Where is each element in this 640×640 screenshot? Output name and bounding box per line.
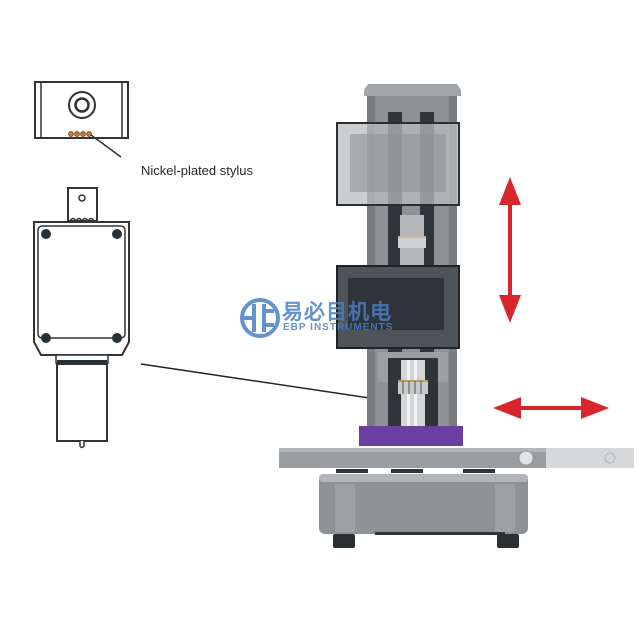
stylus-callout-label: Nickel-plated stylus — [141, 163, 253, 178]
screw-icon — [41, 229, 51, 239]
watermark-brand-cn: 易必目机电 — [282, 300, 392, 324]
probe-leader-line — [140, 363, 411, 405]
vertical-arrow-icon — [499, 177, 521, 323]
callout-leader-line — [90, 134, 122, 158]
watermark-logo-icon — [240, 298, 280, 338]
watermark-brand-en: EBP INSTRUMENTS — [283, 322, 394, 333]
screw-icon — [41, 333, 51, 343]
stylus-head-detail — [34, 81, 129, 158]
screw-icon — [112, 229, 122, 239]
probe-body-drawing — [33, 187, 130, 449]
sample-block — [359, 426, 463, 446]
screw-icon — [112, 333, 122, 343]
horizontal-arrow-icon — [493, 397, 609, 419]
stylus-tips — [68, 131, 92, 137]
measuring-machine — [279, 84, 634, 548]
